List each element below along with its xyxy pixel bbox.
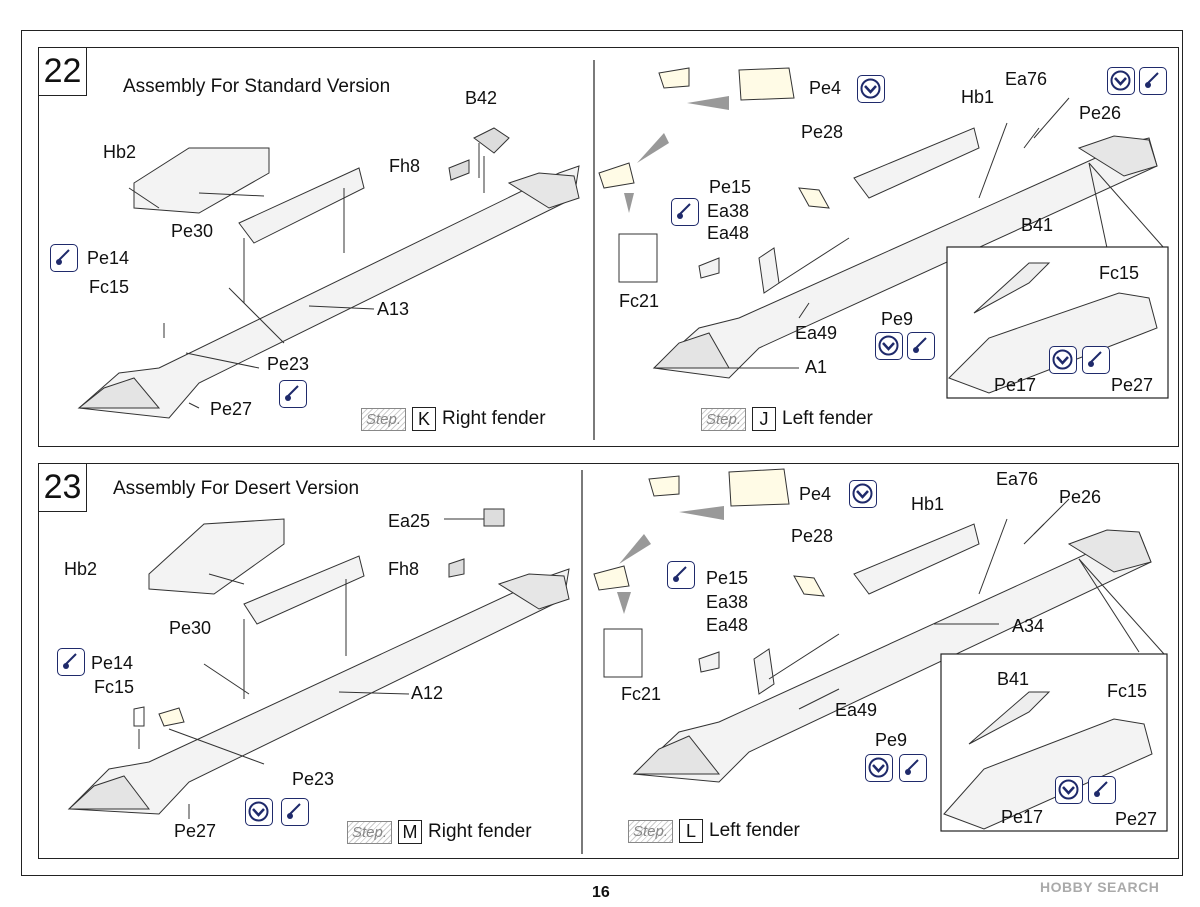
step-letter: J	[752, 407, 777, 431]
glue-drop-icon	[667, 561, 695, 589]
part-label: Ea49	[835, 700, 878, 720]
glue-drop-icon	[907, 332, 935, 360]
step-description: Right fender	[442, 408, 546, 429]
part-label: Hb2	[64, 559, 98, 579]
step-description: Right fender	[428, 821, 532, 842]
bend-down-icon	[849, 480, 877, 508]
part-label: B41	[1021, 215, 1054, 235]
part-label: Hb2	[103, 142, 137, 162]
part-label: Pe26	[1059, 487, 1102, 507]
glue-drop-icon	[1139, 67, 1167, 95]
step-tag: Step. L Left fender	[628, 818, 800, 844]
page-frame	[21, 30, 1183, 876]
step-tag: Step. J Left fender	[701, 406, 873, 432]
glue-drop-icon	[1082, 346, 1110, 374]
glue-drop-icon	[1088, 776, 1116, 804]
part-label: Ea38	[706, 592, 749, 612]
part-label: Pe27	[210, 399, 253, 419]
part-label: Pe17	[994, 375, 1037, 395]
part-label: Pe17	[1001, 807, 1044, 827]
step-title: Assembly For Desert Version	[113, 478, 360, 499]
glue-drop-icon	[279, 380, 307, 408]
watermark: HOBBY SEARCH	[1040, 879, 1160, 895]
part-label: A34	[1012, 616, 1045, 636]
bend-down-icon	[865, 754, 893, 782]
part-label: Ea76	[1005, 69, 1048, 89]
part-label: Fc21	[619, 291, 660, 311]
step-22-panel: 22 Assembly For Standard Version	[38, 47, 1179, 447]
part-label: Fc15	[1107, 681, 1148, 701]
part-label: Pe14	[87, 248, 130, 268]
part-label: Pe27	[1111, 375, 1154, 395]
part-label: A13	[377, 299, 410, 319]
step-letter: L	[679, 819, 704, 843]
step-letter: M	[398, 820, 423, 844]
step-description: Left fender	[709, 820, 800, 841]
bend-down-icon	[875, 332, 903, 360]
bend-down-icon	[1107, 67, 1135, 95]
step-description: Left fender	[782, 408, 873, 429]
part-label: Fc15	[1099, 263, 1140, 283]
part-label: Hb1	[911, 494, 945, 514]
part-label: Pe9	[875, 730, 908, 750]
part-label: Pe27	[1115, 809, 1158, 829]
step-letter: K	[412, 407, 437, 431]
glue-drop-icon	[50, 244, 78, 272]
part-label: B42	[465, 88, 498, 108]
step-word: Step.	[361, 407, 407, 431]
glue-drop-icon	[899, 754, 927, 782]
step-word: Step.	[628, 819, 674, 843]
step-word: Step.	[701, 407, 747, 431]
part-label: Fh8	[388, 559, 420, 579]
step-tag: Step. M Right fender	[347, 819, 532, 845]
part-label: Pe9	[881, 309, 914, 329]
part-label: Pe14	[91, 653, 134, 673]
part-label: Pe4	[809, 78, 842, 98]
part-label: Fh8	[389, 156, 421, 176]
step-23-drawing	[67, 468, 1168, 854]
part-label: Pe27	[174, 821, 217, 841]
bend-down-icon	[1055, 776, 1083, 804]
glue-drop-icon	[281, 798, 309, 826]
part-label: B41	[997, 669, 1030, 689]
part-label: Fc15	[89, 277, 130, 297]
step-tag: Step. K Right fender	[361, 406, 546, 432]
part-label: Pe23	[267, 354, 310, 374]
part-label: Pe15	[709, 177, 752, 197]
step-23-panel: 23 Assembly For Desert Version	[38, 463, 1179, 859]
step-number: 23	[39, 464, 87, 512]
step-word: Step.	[347, 820, 393, 844]
bend-down-icon	[1049, 346, 1077, 374]
step-number: 22	[39, 48, 87, 96]
bend-down-icon	[857, 75, 885, 103]
part-label: Ea48	[706, 615, 749, 635]
glue-drop-icon	[57, 648, 85, 676]
part-label: Hb1	[961, 87, 995, 107]
page-number: 16	[592, 884, 610, 901]
step-title: Assembly For Standard Version	[123, 76, 391, 97]
part-label: Pe26	[1079, 103, 1122, 123]
part-label: A1	[805, 357, 828, 377]
part-label: Pe28	[801, 122, 844, 142]
part-label: A12	[411, 683, 444, 703]
part-label: Fc15	[94, 677, 135, 697]
part-label: Ea48	[707, 223, 750, 243]
part-label: Pe30	[169, 618, 212, 638]
glue-drop-icon	[671, 198, 699, 226]
part-label: Pe28	[791, 526, 834, 546]
part-label: Ea25	[388, 511, 431, 531]
part-label: Pe30	[171, 221, 214, 241]
part-label: Ea49	[795, 323, 838, 343]
bend-down-icon	[245, 798, 273, 826]
part-label: Pe4	[799, 484, 832, 504]
part-label: Ea76	[996, 469, 1039, 489]
part-label: Ea38	[707, 201, 750, 221]
part-label: Pe15	[706, 568, 749, 588]
part-label: Fc21	[621, 684, 662, 704]
part-label: Pe23	[292, 769, 335, 789]
